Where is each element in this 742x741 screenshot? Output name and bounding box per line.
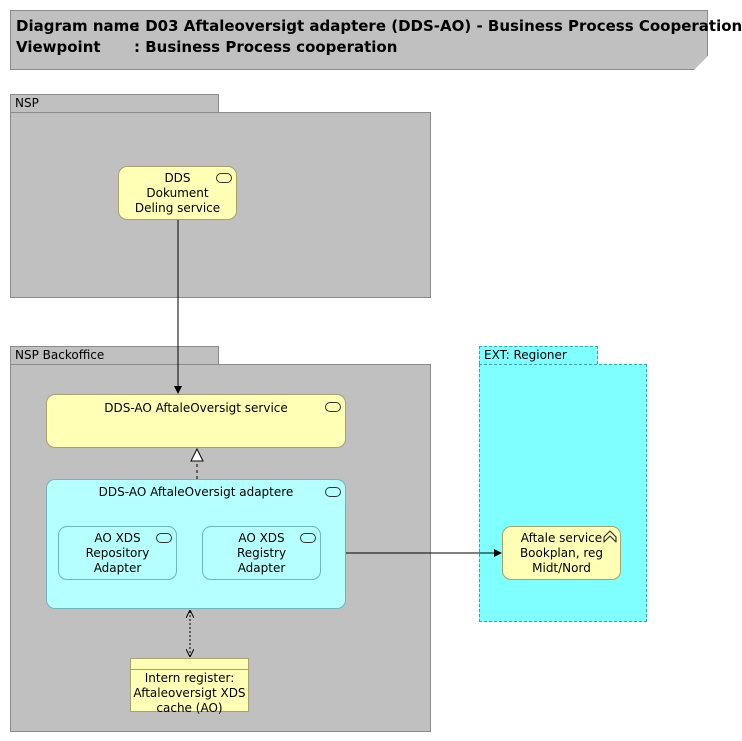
registry-adapter-line-3: Adapter xyxy=(237,560,286,575)
diagram-header: Diagram name: D03 Aftaleoversigt adapter… xyxy=(10,10,742,70)
service-icon xyxy=(325,487,341,497)
ao-adaptere-label: DDS-AO AftaleOversigt adaptere xyxy=(98,485,294,499)
group-ext-regioner-label: EXT: Regioner xyxy=(484,348,567,362)
ao-xds-repository-adapter[interactable]: AO XDS Repository Adapter xyxy=(58,526,177,580)
repo-adapter-line-2: Repository xyxy=(85,545,150,560)
ao-xds-registry-adapter[interactable]: AO XDS Registry Adapter xyxy=(202,526,321,580)
group-ext-regioner-tab[interactable]: EXT: Regioner xyxy=(479,346,598,364)
group-nsp-backoffice-label: NSP Backoffice xyxy=(15,348,105,362)
intern-register-line-3: cache (AO) xyxy=(156,701,223,715)
group-nsp-tab[interactable]: NSP xyxy=(10,94,219,112)
service-icon xyxy=(156,533,172,543)
diagram-name-row: Diagram name: D03 Aftaleoversigt adapter… xyxy=(16,17,742,35)
aftale-service-bookplan[interactable]: Aftale service Bookplan, reg Midt/Nord xyxy=(502,526,621,580)
service-icon xyxy=(325,402,341,412)
registry-adapter-label: AO XDS Registry Adapter xyxy=(237,531,286,576)
repo-adapter-line-3: Adapter xyxy=(93,560,142,575)
viewpoint-row: Viewpoint : Business Process cooperation xyxy=(16,38,397,56)
realization-triangle-icon xyxy=(190,447,204,462)
intern-register-label: Intern register: Aftaleoversigt XDS cach… xyxy=(131,671,248,716)
dds-service-line-1: DDS xyxy=(164,170,191,185)
connectors-layer xyxy=(174,220,502,741)
viewpoint-value: : Business Process cooperation xyxy=(134,38,398,56)
artifact-header-band xyxy=(131,659,248,670)
dds-ao-aftaleoversigt-service[interactable]: DDS-AO AftaleOversigt service xyxy=(46,394,346,448)
chevron-up-icon xyxy=(603,530,617,543)
registry-adapter-line-2: Registry xyxy=(236,545,287,560)
service-icon xyxy=(300,533,316,543)
group-nsp-label: NSP xyxy=(15,96,39,110)
dds-service-label: DDS Dokument Deling service xyxy=(135,171,220,216)
dds-service-line-3: Deling service xyxy=(134,200,221,215)
aftale-service-line-3: Midt/Nord xyxy=(532,560,591,575)
registry-adapter-line-1: AO XDS xyxy=(238,530,285,545)
aftale-service-line-1: Aftale service xyxy=(520,530,603,545)
intern-register-artifact[interactable]: Intern register: Aftaleoversigt XDS cach… xyxy=(130,658,249,715)
repo-adapter-label: AO XDS Repository Adapter xyxy=(86,531,150,576)
service-icon xyxy=(216,173,232,183)
intern-register-line-2: Aftaleoversigt XDS xyxy=(133,686,246,700)
aftale-service-line-2: Bookplan, reg xyxy=(519,545,604,560)
header-fold-corner xyxy=(694,56,708,70)
diagram-name-key: Diagram name xyxy=(16,17,140,35)
dds-dokument-deling-service[interactable]: DDS Dokument Deling service xyxy=(118,166,237,220)
dds-service-line-2: Dokument xyxy=(146,185,209,200)
ao-service-label: DDS-AO AftaleOversigt service xyxy=(104,401,288,415)
group-nsp-backoffice-tab[interactable]: NSP Backoffice xyxy=(10,346,219,364)
intern-register-line-1: Intern register: xyxy=(144,671,235,685)
aftale-service-label: Aftale service Bookplan, reg Midt/Nord xyxy=(520,531,603,576)
repo-adapter-line-1: AO XDS xyxy=(94,530,141,545)
viewpoint-key: Viewpoint xyxy=(16,38,101,56)
diagram-name-value: : D03 Aftaleoversigt adaptere (DDS-AO) -… xyxy=(134,17,742,35)
